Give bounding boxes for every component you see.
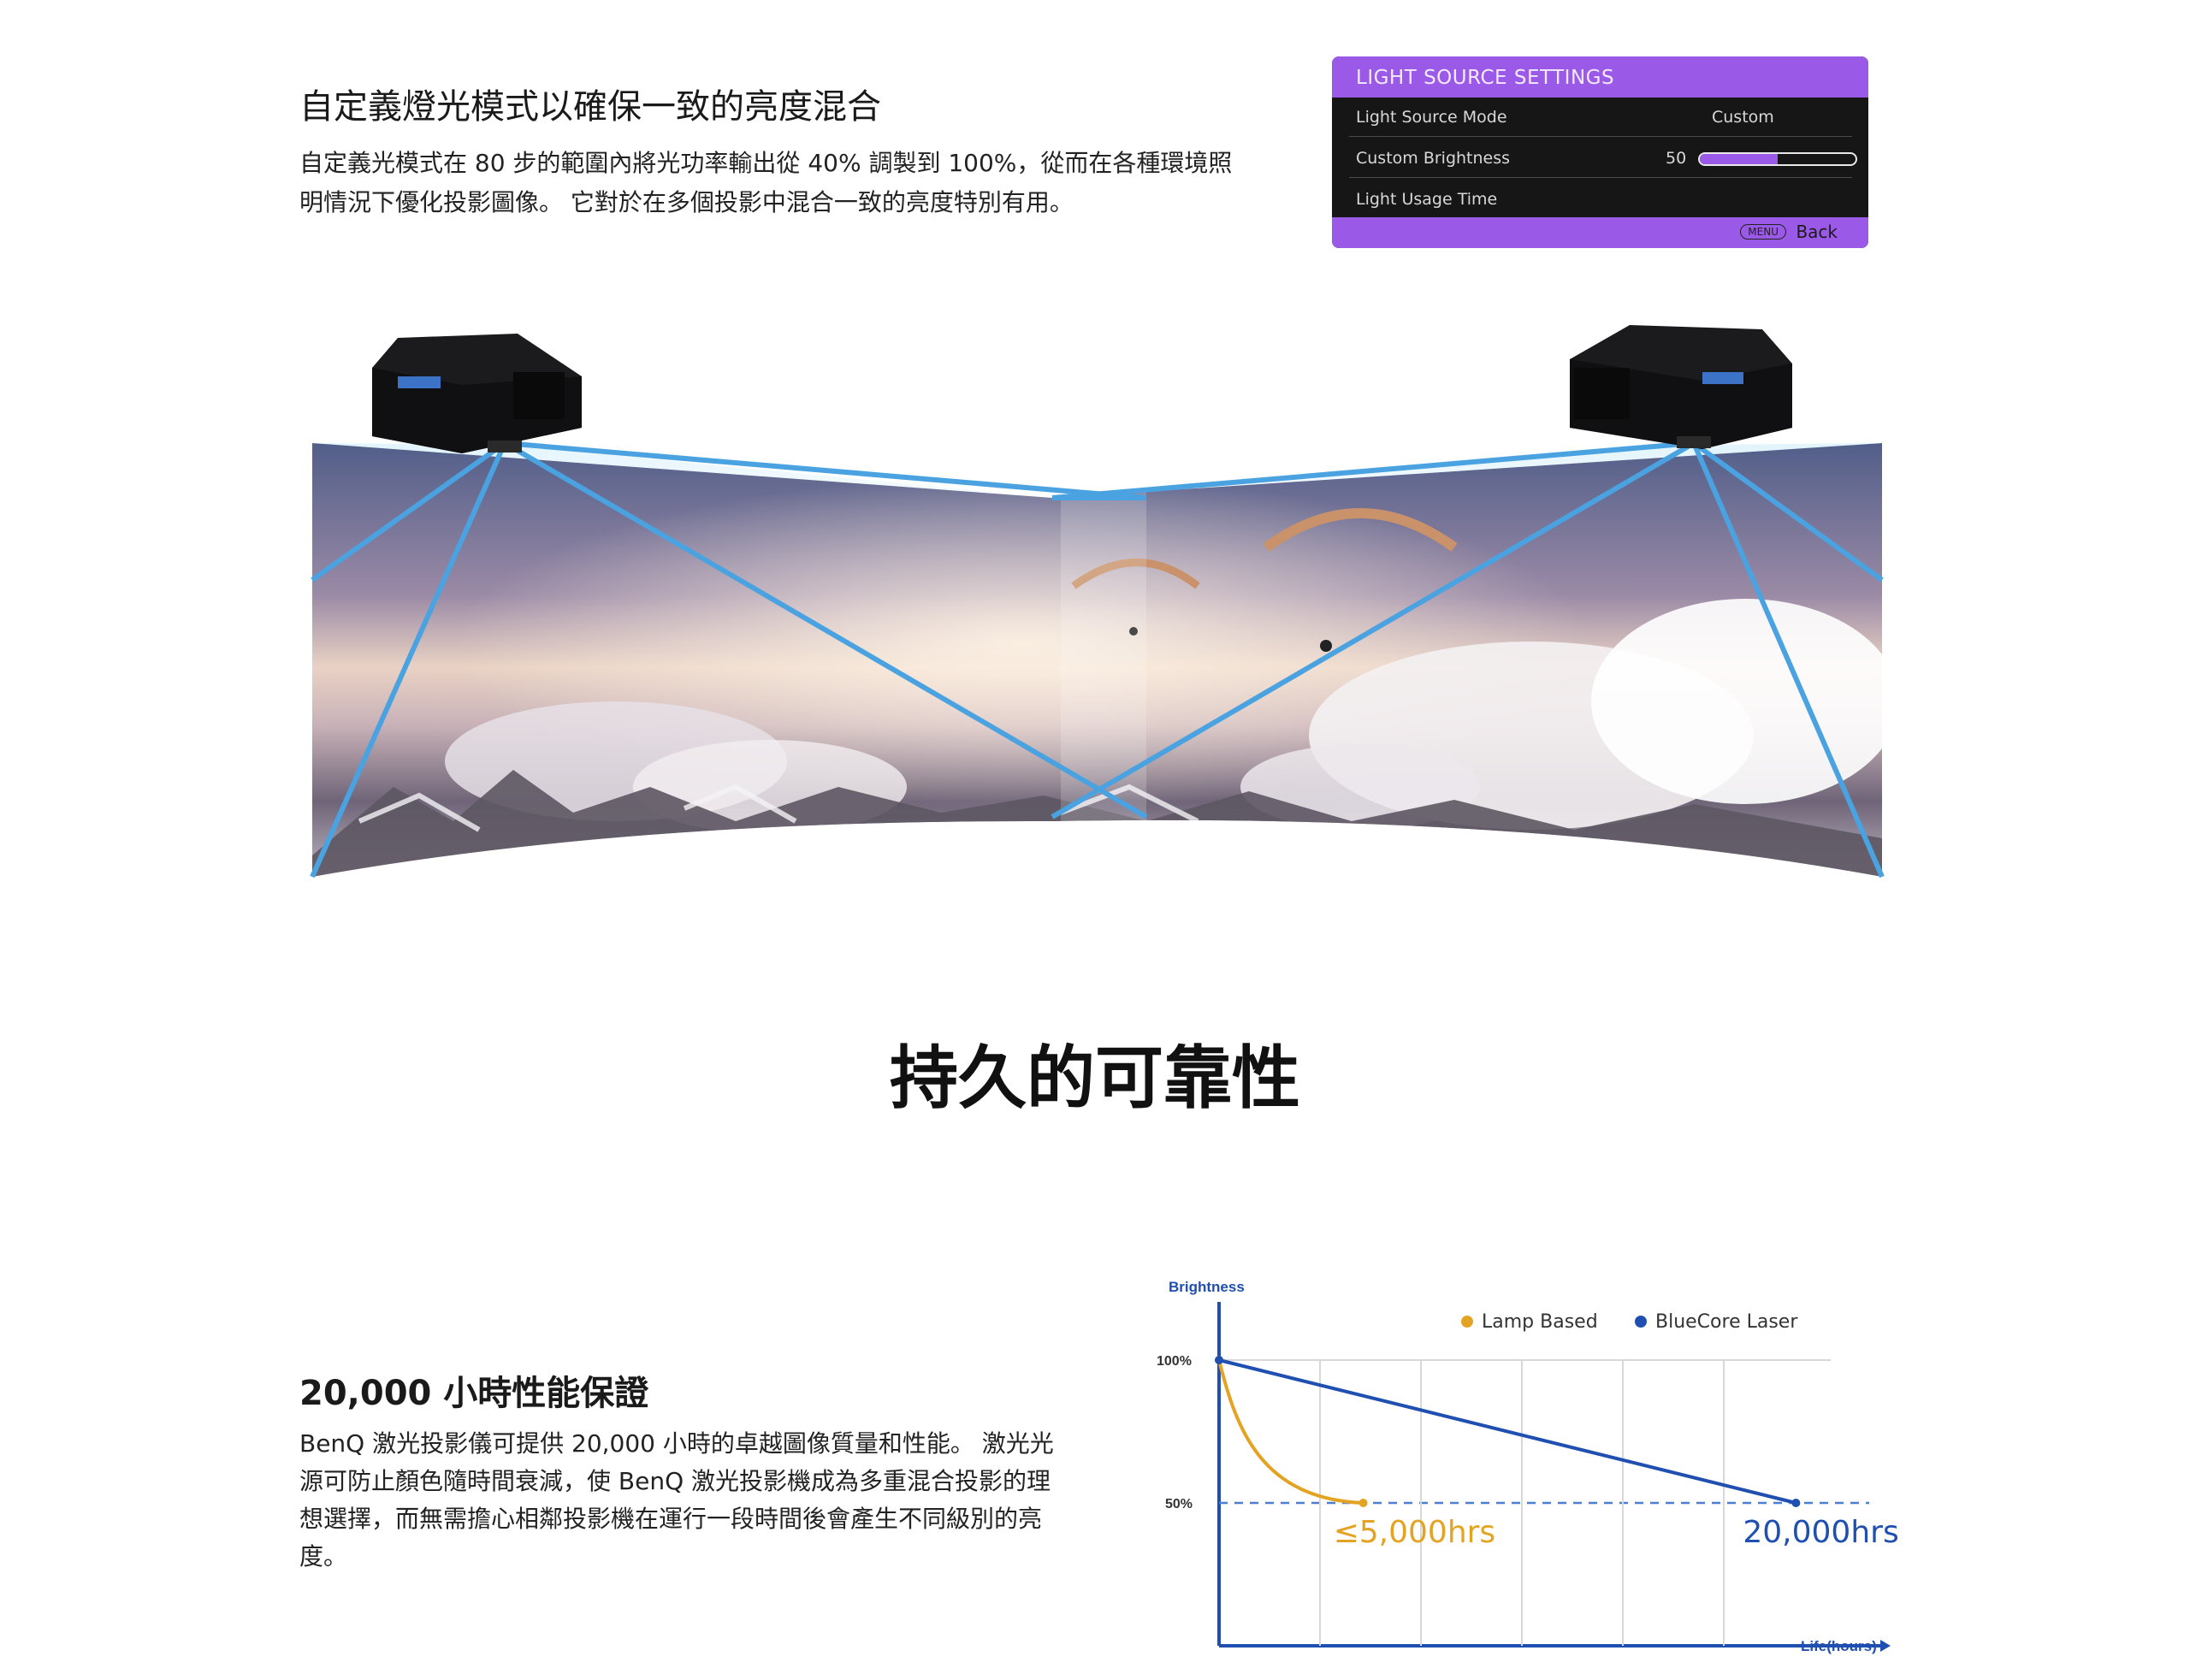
paraglider-small	[1071, 559, 1200, 589]
osd-row-label: Light Usage Time	[1356, 190, 1498, 209]
lifetime-guarantee-title: 20,000 小時性能保證	[299, 1374, 649, 1413]
lamp-lifetime-label: ≤5,000hrs	[1334, 1515, 1496, 1550]
series-point	[1358, 1499, 1368, 1507]
projector-left-icon	[372, 334, 582, 453]
custom-light-mode-description: 自定義光模式在 80 步的範圍內將光功率輸出從 40% 調製到 100%，從而在…	[299, 149, 1233, 216]
brightness-slider[interactable]	[1698, 152, 1857, 166]
projection-beam-lines	[310, 441, 1885, 878]
blended-screen-image	[312, 443, 1882, 877]
legend-marker-laser	[1635, 1316, 1647, 1328]
legend-label-lamp: Lamp Based	[1482, 1311, 1598, 1333]
series-point	[1791, 1499, 1801, 1507]
osd-row-light-source-mode[interactable]: Light Source Mode Custom	[1349, 98, 1852, 137]
laser-lifetime-label: 20,000hrs	[1743, 1515, 1898, 1550]
menu-button-icon: MENU	[1740, 224, 1786, 240]
osd-footer: MENU Back	[1332, 217, 1868, 248]
brightness-slider-fill	[1700, 154, 1778, 164]
chart-x-axis-label: Life(hours)	[1801, 1638, 1877, 1654]
osd-header: LIGHT SOURCE SETTINGS	[1332, 56, 1868, 98]
reliability-heading: 持久的可靠性	[890, 1038, 1300, 1118]
back-button[interactable]: Back	[1796, 222, 1838, 242]
legend-marker-lamp	[1461, 1316, 1473, 1328]
osd-row-label: Light Source Mode	[1356, 108, 1507, 127]
light-source-settings-panel: LIGHT SOURCE SETTINGS Light Source Mode …	[1332, 56, 1868, 248]
paraglider-large	[1263, 508, 1458, 552]
osd-brightness-value: 50	[1666, 149, 1687, 168]
chart-y-tick-label: 50%	[1165, 1497, 1193, 1511]
projection-blending-illustration	[310, 325, 1885, 878]
osd-row-light-usage-time[interactable]: Light Usage Time	[1349, 180, 1852, 219]
osd-row-value: Custom	[1712, 108, 1774, 127]
series-line-lamp	[1217, 1359, 1364, 1505]
series-point	[1215, 1356, 1223, 1364]
custom-light-mode-title: 自定義燈光模式以確保一致的亮度混合	[299, 87, 881, 127]
osd-row-custom-brightness[interactable]: Custom Brightness 50	[1349, 139, 1857, 178]
chart-legend: Lamp Based BlueCore Laser	[1461, 1311, 1798, 1333]
projector-right-icon	[1570, 325, 1792, 449]
osd-row-label: Custom Brightness	[1356, 149, 1511, 168]
chart-x-axis-arrow	[1880, 1640, 1891, 1652]
chart-y-tick-label: 100%	[1157, 1354, 1192, 1369]
series-line-laser	[1218, 1358, 1796, 1505]
legend-label-laser: BlueCore Laser	[1655, 1311, 1798, 1333]
lifetime-guarantee-description: BenQ 激光投影儀可提供 20,000 小時的卓越圖像質量和性能。 激光光源可…	[299, 1429, 1054, 1571]
chart-y-axis-label: Brightness	[1169, 1279, 1245, 1295]
brightness-life-chart: Brightness Life(hours) 100% 50% Lamp Bas…	[1157, 1279, 1899, 1654]
